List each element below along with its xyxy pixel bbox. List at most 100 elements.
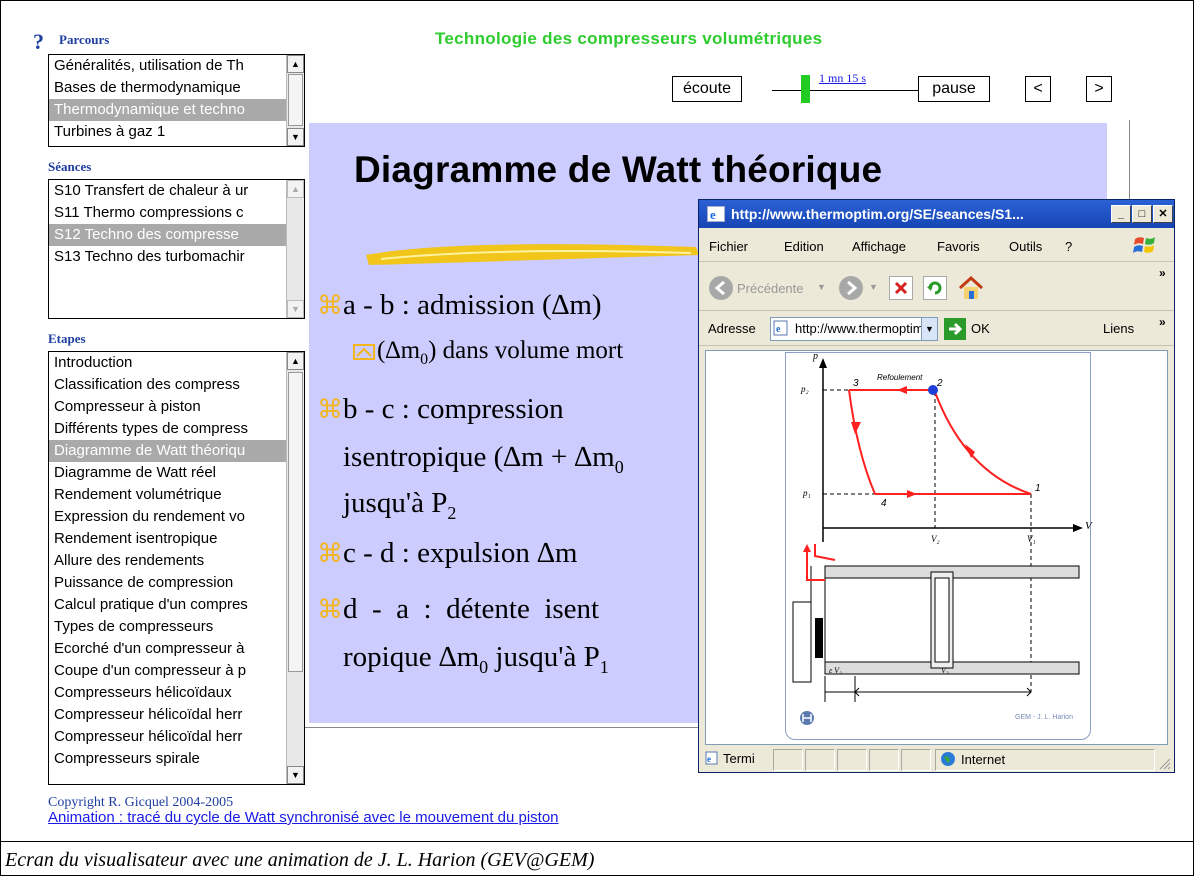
etapes-list-item[interactable]: Différents types de compress (54, 420, 248, 437)
bullet-symbol-icon: ⌘ (317, 595, 343, 625)
etapes-list-item[interactable]: Coupe d'un compresseur à p (54, 662, 247, 679)
etapes-list-item[interactable]: Rendement volumétrique (54, 486, 222, 503)
browser-title-text: http://www.thermoptim.org/SE/seances/S1.… (731, 206, 1024, 222)
bullet-symbol-icon: ⌘ (317, 291, 343, 321)
slide-title: Diagramme de Watt théorique (354, 149, 883, 190)
bullet-2-line2-subscript: 0 (614, 456, 624, 477)
bullet-2-line1: b - c : compression (343, 393, 564, 425)
internet-globe-icon (941, 752, 955, 766)
address-dropdown-icon[interactable]: ▼ (921, 318, 937, 340)
bullet-3-text: c - d : expulsion ∆m (343, 537, 578, 569)
bullet-1-sub-text-a: (∆m (377, 337, 421, 364)
seances-list[interactable]: S10 Transfert de chaleur à ur S11 Thermo … (48, 179, 305, 319)
forward-dropdown-icon[interactable]: ▼ (869, 282, 878, 292)
etapes-list-item[interactable]: Diagramme de Watt théoriqu (49, 440, 286, 462)
etapes-list-item[interactable]: Compresseurs spirale (54, 750, 200, 767)
etapes-list-item[interactable]: Classification des compress (54, 376, 240, 393)
audio-slider-track[interactable] (772, 90, 918, 91)
etapes-list-item[interactable]: Compresseur à piston (54, 398, 201, 415)
swept-volume-label: V₂ (941, 666, 949, 675)
scroll-down-icon[interactable]: ▼ (287, 300, 304, 318)
stop-icon[interactable] (889, 276, 913, 300)
scroll-thumb[interactable] (288, 372, 303, 672)
next-button[interactable]: > (1086, 76, 1112, 102)
back-arrow-icon[interactable] (709, 276, 733, 300)
etapes-scrollbar[interactable]: ▲ ▼ (286, 352, 304, 784)
bullet-1-text: a - b : admission (∆m) (343, 289, 602, 321)
scroll-thumb[interactable] (288, 74, 303, 126)
menu-edition[interactable]: Edition (784, 239, 824, 254)
help-icon[interactable]: ? (33, 29, 44, 54)
resize-grip-icon[interactable] (1157, 756, 1171, 770)
etapes-list-item[interactable]: Compresseur hélicoïdal herr (54, 706, 243, 723)
gem-logo-text: GEM - J. L. Harion (1015, 714, 1073, 721)
parcours-list-item[interactable]: Turbines à gaz 1 (54, 123, 166, 140)
go-arrow-icon[interactable] (944, 318, 966, 340)
address-input[interactable]: http://www.thermoptim.org (770, 317, 938, 341)
browser-window[interactable]: http://www.thermoptim.org/SE/seances/S1.… (698, 199, 1175, 773)
home-icon[interactable] (957, 274, 985, 302)
browser-titlebar[interactable]: http://www.thermoptim.org/SE/seances/S1.… (699, 200, 1174, 228)
animation-link[interactable]: Animation : tracé du cycle de Watt synch… (48, 809, 559, 826)
menu-outils[interactable]: Outils (1009, 239, 1043, 254)
etapes-list-item[interactable]: Rendement isentropique (54, 530, 218, 547)
svg-text:e: e (776, 324, 781, 335)
bullet-1-sub: (∆m0) dans volume mort (353, 337, 623, 369)
seances-list-item[interactable]: S12 Techno des compresse (49, 224, 286, 246)
etapes-list-item[interactable]: Types de compresseurs (54, 618, 214, 635)
audio-slider-thumb[interactable] (801, 75, 810, 103)
pause-button[interactable]: pause (918, 76, 990, 102)
etapes-list-item[interactable]: Introduction (54, 354, 133, 371)
etapes-list-item[interactable]: Compresseur hélicoïdal herr (54, 728, 243, 745)
etapes-list-item[interactable]: Compresseurs hélicoïdaux (54, 684, 232, 701)
prev-button[interactable]: < (1025, 76, 1051, 102)
menu-affichage[interactable]: Affichage (852, 239, 906, 254)
listen-button[interactable]: écoute (672, 76, 742, 102)
seances-list-item[interactable]: S10 Transfert de chaleur à ur (54, 182, 249, 199)
scroll-down-icon[interactable]: ▼ (287, 128, 304, 146)
bullet-2-line3: jusqu'à P2 (343, 487, 456, 524)
etapes-list-item[interactable]: Puissance de compression (54, 574, 234, 591)
scroll-up-icon[interactable]: ▲ (287, 55, 304, 73)
seances-scrollbar[interactable]: ▲ ▼ (286, 180, 304, 318)
etapes-list-item[interactable]: Ecorché d'un compresseur à (54, 640, 245, 657)
menu-favoris[interactable]: Favoris (937, 239, 980, 254)
seances-list-item[interactable]: S11 Thermo compressions c (54, 204, 244, 221)
scroll-up-icon[interactable]: ▲ (287, 352, 304, 370)
etapes-list-item[interactable]: Calcul pratique d'un compres (54, 596, 248, 613)
parcours-list-item[interactable]: Généralités, utilisation de Th (54, 57, 244, 74)
bullet-2-line2-text: isentropique (∆m + ∆m (343, 441, 615, 473)
back-dropdown-icon[interactable]: ▼ (817, 282, 826, 292)
parcours-scrollbar[interactable]: ▲ ▼ (286, 55, 304, 146)
minimize-icon[interactable]: _ (1111, 205, 1131, 223)
scroll-up-icon[interactable]: ▲ (287, 180, 304, 198)
bullet-1: ⌘a - b : admission (∆m) (317, 289, 602, 322)
parcours-list-item[interactable]: Thermodynamique et techno (49, 99, 286, 121)
links-overflow-icon[interactable]: » (1159, 315, 1166, 329)
toolbar-overflow-icon[interactable]: » (1159, 266, 1166, 280)
parcours-list-item[interactable]: Bases de thermodynamique (54, 79, 241, 96)
windows-flag-icon (1131, 233, 1161, 259)
scroll-down-icon[interactable]: ▼ (287, 766, 304, 784)
maximize-icon[interactable]: □ (1132, 205, 1152, 223)
status-cell-4 (869, 749, 899, 771)
etapes-list-item[interactable]: Allure des rendements (54, 552, 205, 569)
refresh-icon[interactable] (923, 276, 947, 300)
bullet-2-line3-text: jusqu'à P (343, 487, 448, 519)
etapes-list-item[interactable]: Diagramme de Watt réel (54, 464, 216, 481)
status-cell-2 (805, 749, 835, 771)
figure-caption: Ecran du visualisateur avec une animatio… (5, 849, 595, 871)
seances-list-item[interactable]: S13 Techno des turbomachir (54, 248, 245, 265)
nav-toolbar (699, 263, 1174, 311)
parcours-list[interactable]: Généralités, utilisation de Th Bases de t… (48, 54, 305, 147)
forward-arrow-icon[interactable] (839, 276, 863, 300)
menu-help[interactable]: ? (1065, 239, 1073, 254)
close-icon[interactable]: ✕ (1153, 205, 1173, 223)
back-button-label[interactable]: Précédente (737, 281, 804, 296)
go-button-label[interactable]: OK (971, 321, 990, 336)
menu-fichier[interactable]: Fichier (709, 239, 749, 254)
links-label[interactable]: Liens (1103, 321, 1135, 336)
etapes-list-item[interactable]: Expression du rendement vo (54, 508, 245, 525)
menu-bar (699, 228, 1174, 262)
